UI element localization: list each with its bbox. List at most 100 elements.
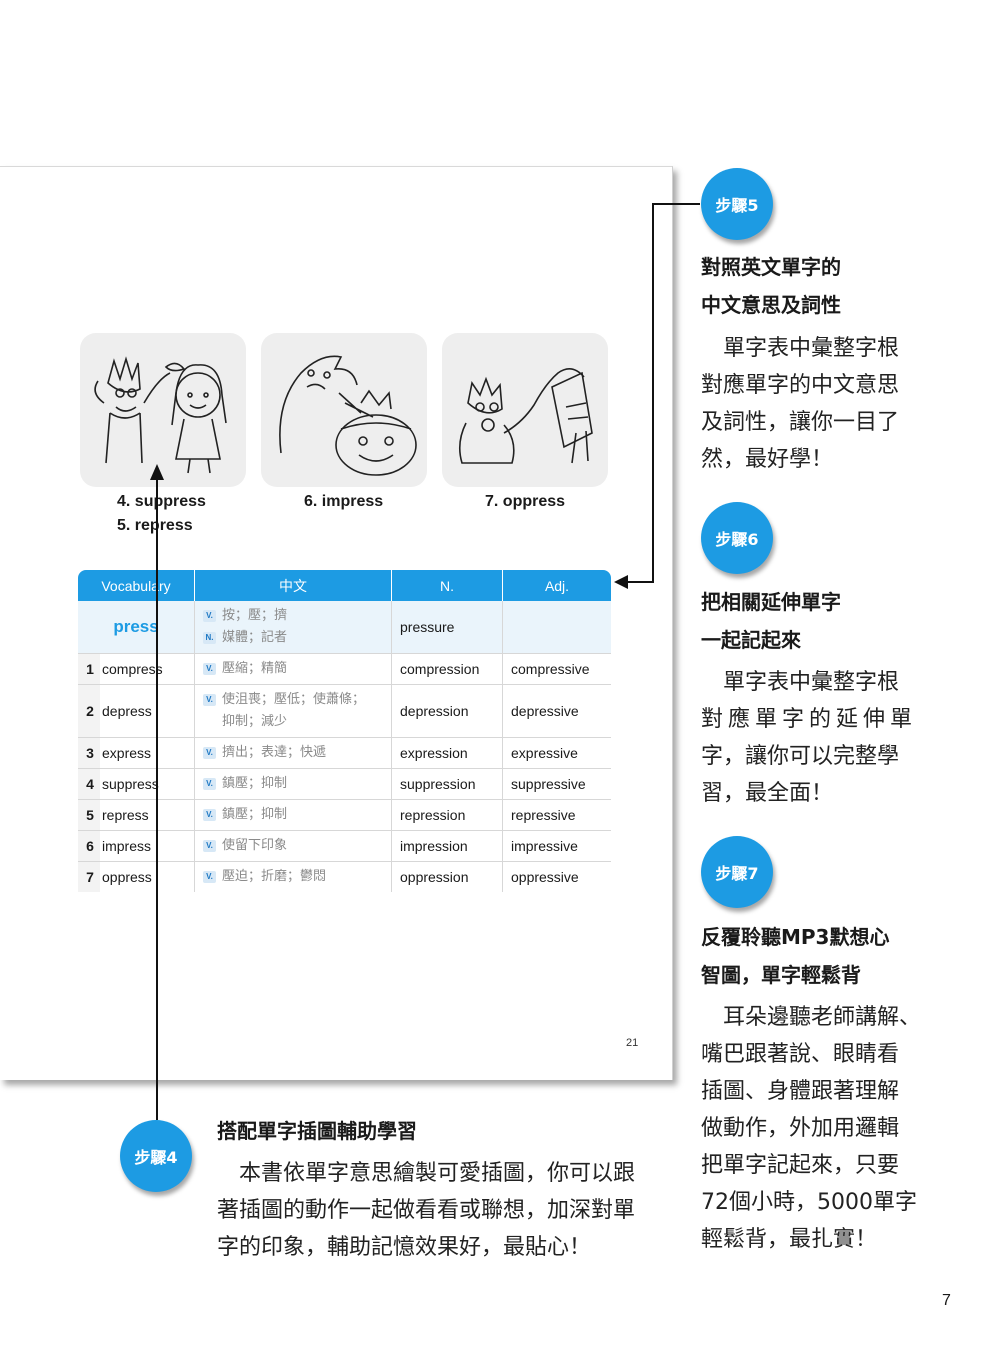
pos-tag: V. — [203, 663, 216, 675]
heading-line: 反覆聆聽MP3默想心 — [701, 925, 890, 949]
row-noun: expression — [391, 737, 503, 769]
row-meaning: V.使留下印象 — [194, 830, 392, 862]
table-header-row: Vocabulary 中文 N. Adj. — [78, 570, 611, 601]
row-adj: oppressive — [511, 869, 579, 885]
row-word: suppress — [100, 768, 195, 800]
pos-tag: V. — [203, 610, 216, 622]
step5-badge: 步驟5 — [701, 168, 773, 240]
row-number: 4 — [78, 768, 100, 800]
body-line: 嘴巴跟著說、眼睛看 — [701, 1042, 900, 1067]
row-meaning: V. 擠出；表達；快遞 — [194, 737, 392, 769]
pos-tag: V. — [203, 871, 216, 883]
step7-heading: 反覆聆聽MP3默想心 智圖，單字輕鬆背 — [701, 918, 889, 994]
row-word: oppress — [100, 861, 195, 892]
pos-tag: V. — [203, 809, 216, 821]
body-line: 插圖、身體跟著理解 — [701, 1079, 900, 1104]
row-word: repress — [100, 799, 195, 831]
heading-line: 智圖，單字輕鬆背 — [701, 963, 861, 987]
row-meaning: V. 使沮喪；壓低；使蕭條； 抑制；減少 — [194, 684, 392, 738]
row-meaning: V. 鎮壓；抑制 — [194, 799, 392, 831]
meaning-text: 鎮壓；抑制 — [222, 776, 288, 791]
table-row: 3 express V.擠出；表達；快遞 expression expressi… — [78, 737, 611, 769]
row-number: 5 — [78, 799, 100, 831]
meaning-text: 使沮喪；壓低；使蕭條； — [222, 692, 366, 707]
body-line: 耳朵邊聽老師講解、 — [723, 1005, 922, 1030]
row-word: impress — [100, 830, 195, 862]
meaning-text: 使留下印象 — [222, 838, 288, 853]
caption-impress: 6. impress — [304, 493, 384, 510]
row-noun: compression — [391, 653, 503, 685]
base-adj — [502, 601, 611, 654]
heading-line: 把相關延伸單字 — [701, 590, 841, 614]
page-number: 7 — [942, 1292, 951, 1309]
row-noun: depression — [391, 684, 503, 738]
meaning-text: 鎮壓；抑制 — [222, 807, 288, 822]
meaning-text: 媒體；記者 — [222, 630, 288, 645]
header-adj: Adj. — [502, 570, 611, 601]
row-number: 3 — [78, 737, 100, 769]
base-meanings: V.按；壓；擠 N.媒體；記者 — [194, 601, 392, 654]
step6-body: 單字表中彙整字根 對應單字的延伸單 字，讓你可以完整學 習，最全面！ — [701, 664, 917, 812]
base-word: press — [78, 601, 195, 654]
body-line: 輕鬆背，最扎實！ — [701, 1227, 878, 1252]
header-chinese: 中文 — [194, 570, 392, 601]
row-number: 2 — [78, 684, 100, 738]
meaning-text: 擠出；表達；快遞 — [222, 745, 327, 760]
step7-body: 耳朵邊聽老師講解、 嘴巴跟著說、眼睛看 插圖、身體跟著理解 做動作，外加用邏輯 … — [701, 999, 921, 1258]
body-line: 及詞性，讓你一目了 — [701, 410, 900, 435]
step6-heading: 把相關延伸單字 一起記起來 — [701, 583, 841, 659]
body-line: 72個小時，5000單字 — [701, 1190, 917, 1215]
row-noun: repression — [391, 799, 503, 831]
row-adj: impressive — [502, 830, 611, 862]
pos-tag: V. — [203, 694, 216, 706]
body-line: 本書依單字意思繪製可愛插圖，你可以跟 — [239, 1161, 636, 1186]
meaning-text: 抑制；減少 — [222, 714, 288, 729]
row-adj: expressive — [502, 737, 611, 769]
row-meaning: V. 壓縮；精簡 — [194, 653, 392, 685]
row-noun: impression — [391, 830, 503, 862]
header-vocabulary: Vocabulary — [78, 570, 195, 601]
heading-line: 中文意思及詞性 — [701, 293, 841, 317]
row-word: depress — [100, 684, 195, 738]
row-word: compress — [100, 653, 195, 685]
step7-badge: 步驟7 — [701, 836, 773, 908]
step5-body: 單字表中彙整字根 對應單字的中文意思 及詞性，讓你一目了 然，最好學！ — [701, 330, 899, 478]
caption-suppress: 4. suppress — [117, 493, 206, 510]
caption-repress: 5. repress — [117, 517, 193, 534]
header-noun: N. — [391, 570, 503, 601]
row-adj: repressive — [502, 799, 611, 831]
pos-tag: V. — [203, 747, 216, 759]
table-row: 7 oppress V.壓迫；折磨；鬱悶 oppression oppressi… — [78, 861, 611, 892]
table-row-base: press V.按；壓；擠 N.媒體；記者 pressure — [78, 601, 611, 654]
heading-line: 一起記起來 — [701, 628, 801, 652]
step5-heading: 對照英文單字的 中文意思及詞性 — [701, 248, 841, 324]
body-line: 然，最好學！ — [701, 447, 834, 472]
body-line: 單字表中彙整字根 — [723, 670, 900, 695]
body-line: 做動作，外加用邏輯 — [701, 1116, 900, 1141]
row-number: 1 — [78, 653, 100, 685]
inner-page-number: 21 — [626, 1037, 639, 1049]
pos-tag: N. — [203, 632, 216, 644]
row-adj: compressive — [502, 653, 611, 685]
row-adj: suppressive — [502, 768, 611, 800]
body-line: 對應單字的中文意思 — [701, 373, 900, 398]
vocabulary-table: Vocabulary 中文 N. Adj. press V.按；壓；擠 N.媒體… — [78, 570, 611, 892]
table-row: 5 repress V. 鎮壓；抑制 repression repressive — [78, 799, 611, 831]
row-noun: suppression — [391, 768, 503, 800]
body-line: 著插圖的動作一起做看看或聯想，加深對單 — [217, 1198, 636, 1223]
caption-oppress: 7. oppress — [485, 493, 566, 510]
pos-tag: V. — [203, 778, 216, 790]
illustration-impress — [261, 333, 427, 487]
body-line: 字的印象，輔助記憶效果好，最貼心！ — [217, 1235, 592, 1260]
illustration-suppress-repress — [80, 333, 246, 487]
table-row: 6 impress V.使留下印象 impression impressive — [78, 830, 611, 862]
body-line: 把單字記起來，只要 — [701, 1153, 900, 1178]
meaning-text: 壓縮；精簡 — [222, 661, 288, 676]
step6-badge: 步驟6 — [701, 502, 773, 574]
step4-badge: 步驟4 — [120, 1120, 192, 1192]
table-row: 1 compress V. 壓縮；精簡 compression compressi… — [78, 653, 611, 685]
body-line: 習，最全面！ — [701, 781, 834, 806]
base-noun: pressure — [391, 601, 503, 654]
table-row: 4 suppress V. 鎮壓；抑制 suppression suppressi… — [78, 768, 611, 800]
row-meaning: V.壓迫；折磨；鬱悶 — [194, 861, 392, 892]
